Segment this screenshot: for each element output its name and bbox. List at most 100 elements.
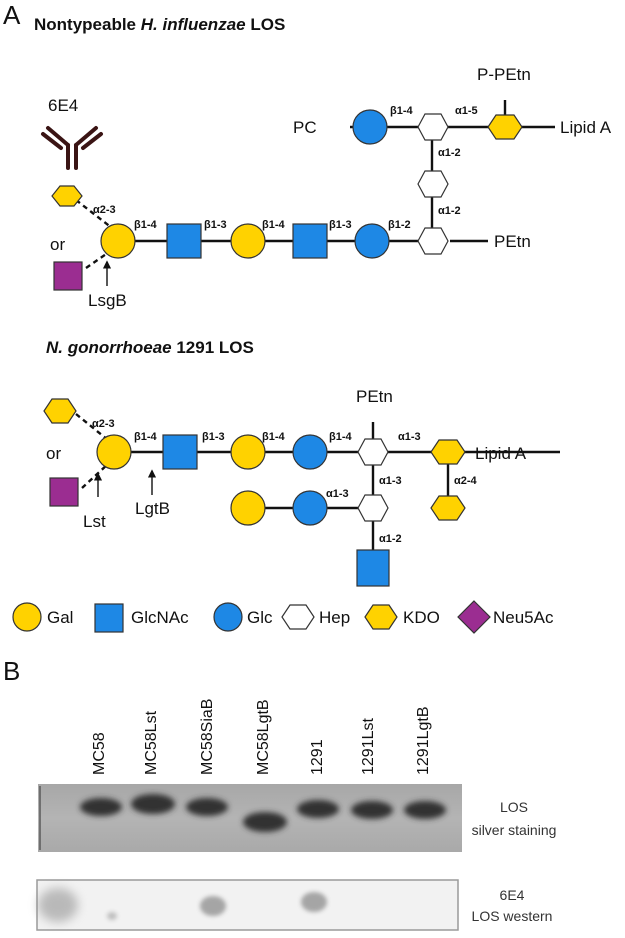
silver-label-1: LOS (500, 799, 528, 815)
lane-label-2: MC58Lst (143, 710, 160, 775)
silver-band-1 (80, 798, 122, 816)
hep-nthi-3 (417, 113, 449, 141)
legend-kdo: KDO (403, 608, 440, 627)
ng-link-10: α1-2 (379, 533, 402, 545)
nthi-lipid-a-label: Lipid A (560, 118, 612, 137)
hep-ng-2 (357, 494, 389, 522)
western-band-3 (200, 896, 226, 916)
gal-ng-2 (230, 434, 266, 470)
legend-neu5ac-icon (457, 600, 491, 634)
lst-label: Lst (83, 512, 106, 531)
nthi-link-10: α1-5 (455, 105, 478, 117)
legend-gal-icon (12, 602, 42, 632)
silver-band-2 (131, 794, 175, 814)
gal-ng-1 (96, 434, 132, 470)
gal-nthi-1 (100, 223, 136, 259)
lane-label-1: MC58 (91, 732, 108, 775)
gal-ng-3 (230, 490, 266, 526)
legend-neu5ac: Neu5Ac (493, 608, 554, 627)
nthi-or-label: or (50, 235, 65, 254)
ng-link-4: β1-4 (262, 431, 285, 443)
legend-kdo-icon (364, 604, 398, 630)
lane-label-6: 1291Lst (360, 718, 377, 775)
glcnac-ng-1 (162, 434, 198, 470)
lane-label-4: MC58LgtB (255, 699, 272, 775)
nthi-link-1: α2-3 (93, 204, 116, 216)
nthi-link-3: β1-3 (204, 219, 227, 231)
gal-nthi-2 (230, 223, 266, 259)
lane-label-5: 1291 (309, 739, 326, 775)
legend-glcnac: GlcNAc (131, 608, 189, 627)
silver-band-6 (351, 801, 393, 819)
western-band-1 (107, 912, 117, 920)
silver-stain-blot (38, 784, 462, 852)
hep-nthi-2 (417, 170, 449, 198)
legend-hep: Hep (319, 608, 350, 627)
nthi-link-9: β1-4 (390, 105, 413, 117)
legend-glc-icon (213, 602, 243, 632)
glcnac-ng-2 (356, 549, 390, 587)
silver-label-2: silver staining (472, 822, 557, 838)
ng-link-6: α1-3 (398, 431, 421, 443)
ng-lipid-a-label: Lipid A (475, 444, 527, 463)
nthi-ppetn-label: P-PEtn (477, 65, 531, 84)
legend-gal: Gal (47, 608, 73, 627)
silver-band-4 (243, 812, 287, 832)
western-label-2: LOS western (472, 908, 553, 924)
nthi-link-8: α1-2 (438, 147, 461, 159)
nthi-title: Nontypeable H. influenzae LOS (34, 15, 285, 34)
kdo-ng-1 (430, 439, 466, 465)
silver-band-3 (186, 798, 228, 816)
legend: Gal GlcNAc Glc Hep KDO Neu5Ac (12, 600, 554, 634)
glcnac-nthi-1 (166, 223, 202, 259)
glcnac-nthi-2 (292, 223, 328, 259)
western-label-1: 6E4 (500, 887, 525, 903)
lsgb-label: LsgB (88, 291, 127, 310)
lane-label-7: 1291LgtB (415, 706, 432, 775)
western-smear-left (38, 888, 78, 922)
lane-labels: MC58 MC58Lst MC58SiaB MC58LgtB 1291 1291… (91, 699, 432, 775)
lgtb-label: LgtB (135, 499, 170, 518)
western-band-5 (301, 892, 327, 912)
antibody-6e4-icon (41, 126, 103, 170)
nthi-petn-label: PEtn (494, 232, 531, 251)
glc-ng-2 (292, 490, 328, 526)
kdo-nthi (487, 114, 523, 140)
panel-b-letter: B (3, 656, 20, 686)
ng-link-8: α1-3 (326, 488, 349, 500)
glc-ng-1 (292, 434, 328, 470)
ng-link-9: α2-4 (454, 475, 478, 487)
ng-link-3: β1-3 (202, 431, 225, 443)
silver-band-5 (297, 800, 339, 818)
panel-a-letter: A (3, 0, 21, 30)
western-blot-background (36, 879, 459, 931)
glc-nthi-1 (354, 223, 390, 259)
nthi-link-4: β1-4 (262, 219, 285, 231)
kdo-ng-2 (430, 495, 466, 521)
neu5ac-square-nthi (53, 261, 83, 291)
ng-or-label: or (46, 444, 61, 463)
hep-nthi-1 (417, 227, 449, 255)
nthi-pc-label: PC (293, 118, 317, 137)
neu5ac-square-ng (49, 477, 79, 507)
ng-link-5: β1-4 (329, 431, 352, 443)
ng-petn-label: PEtn (356, 387, 393, 406)
legend-hep-icon (281, 604, 315, 630)
antibody-label: 6E4 (48, 96, 78, 115)
nthi-link-2: β1-4 (134, 219, 157, 231)
legend-glcnac-icon (94, 603, 124, 633)
hep-ng-1 (357, 438, 389, 466)
ng-link-2: β1-4 (134, 431, 157, 443)
neu5ac-hexagon-ng (43, 398, 77, 424)
nthi-link-6: β1-2 (388, 219, 411, 231)
ng-title: N. gonorrhoeae 1291 LOS (46, 338, 254, 357)
legend-glc: Glc (247, 608, 273, 627)
lane-label-3: MC58SiaB (199, 699, 216, 775)
ng-link-1: α2-3 (92, 418, 115, 430)
glc-nthi-2 (352, 109, 388, 145)
western-blot (36, 879, 459, 931)
neu5ac-hexagon-nthi (51, 185, 83, 207)
nthi-link-5: β1-3 (329, 219, 352, 231)
silver-band-7 (404, 801, 446, 819)
